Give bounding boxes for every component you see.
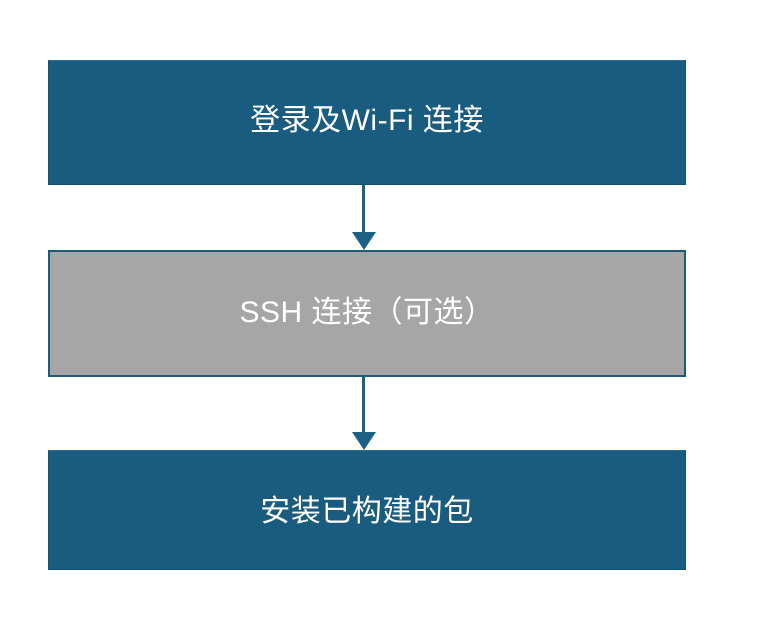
flow-node-ssh-label: SSH 连接（可选） (239, 296, 495, 330)
connector-shaft (362, 185, 365, 232)
flow-node-login[interactable]: 登录及Wi-Fi 连接 (48, 60, 686, 185)
flow-node-login-label: 登录及Wi-Fi 连接 (250, 104, 484, 137)
flow-node-install[interactable]: 安装已构建的包 (48, 450, 686, 570)
arrowhead-down-icon (352, 232, 376, 250)
flow-node-ssh[interactable]: SSH 连接（可选） (48, 250, 686, 377)
flow-node-install-label: 安装已构建的包 (260, 495, 474, 528)
connector-ssh-to-install (352, 377, 376, 450)
connector-login-to-ssh (352, 185, 376, 250)
arrowhead-down-icon (352, 432, 376, 450)
connector-shaft (362, 377, 365, 432)
